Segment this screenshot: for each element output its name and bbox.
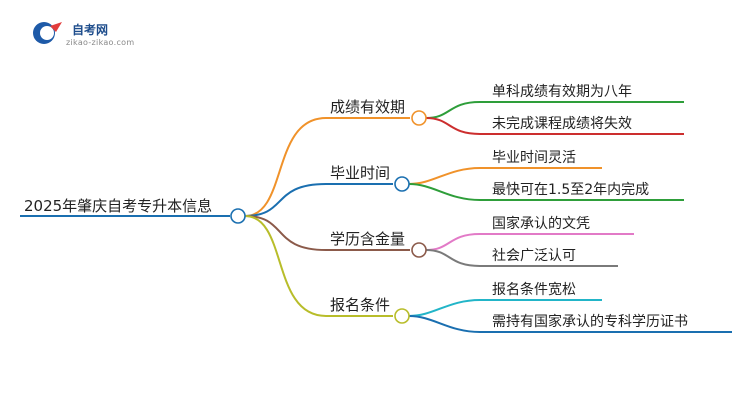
leaf-label: 国家承认的文凭 [492,215,590,232]
connector-root-branch [244,215,327,251]
branch-label: 报名条件 [330,296,390,314]
connector-branch-leaf [408,299,481,317]
branch-label: 成绩有效期 [330,98,405,116]
branch-node-circle [394,176,410,192]
root-node-circle [230,208,246,224]
connector-root-branch [244,215,327,317]
connector-root-branch [244,183,327,217]
leaf-label: 未完成课程成绩将失效 [492,116,632,132]
branch-label: 毕业时间 [330,164,390,182]
leaf-label: 最快可在1.5至2年内完成 [492,182,649,198]
connector-branch-leaf [408,167,481,185]
connector-branch-leaf [408,315,481,333]
leaf-label: 社会广泛认可 [492,248,576,264]
logo-name: 自考网 [72,23,109,37]
connector-branch-leaf [408,183,481,201]
logo-icon [33,22,62,44]
leaf-label: 需持有国家承认的专科学历证书 [492,313,688,330]
connector-branch-leaf [425,117,481,135]
branch-node-circle [411,242,427,258]
branch-node-circle [411,110,427,126]
connector-branch-leaf [425,101,481,119]
site-logo [30,18,150,54]
leaf-label: 毕业时间灵活 [492,150,576,166]
branch-node-circle [394,308,410,324]
connector-branch-leaf [425,249,481,267]
connector-root-branch [244,117,327,217]
root-label: 2025年肇庆自考专升本信息 [24,197,212,215]
connector-branch-leaf [425,233,481,251]
logo-url: zikao-zikao.com [66,38,135,47]
branch-label: 学历含金量 [330,230,405,248]
leaf-label: 单科成绩有效期为八年 [492,84,632,100]
leaf-label: 报名条件宽松 [492,281,576,298]
